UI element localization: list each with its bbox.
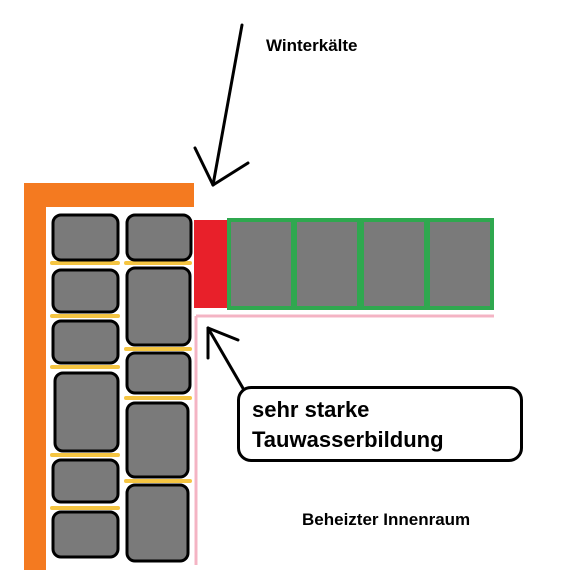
- stone-column-inner: [125, 213, 193, 563]
- arrow-winter-cold-icon: [193, 23, 250, 187]
- stone: [51, 319, 120, 365]
- condensation-callout: sehr starke Tauwasserbildung: [237, 386, 523, 462]
- winter-cold-label: Winterkälte: [266, 36, 358, 55]
- stone: [51, 510, 120, 559]
- thermal-bridge: [194, 220, 227, 308]
- stone: [51, 268, 120, 314]
- arrow-condensation-icon: [206, 326, 246, 392]
- stone: [51, 458, 120, 504]
- stone: [53, 371, 120, 453]
- ceiling-blocks: [227, 218, 494, 310]
- stone: [125, 213, 193, 262]
- stone: [51, 213, 120, 262]
- stone: [125, 483, 190, 563]
- heated-room-label: Beheizter Innenraum: [302, 510, 471, 529]
- exterior-insulation: [24, 183, 194, 570]
- ceiling-block: [227, 218, 295, 310]
- stone: [125, 351, 192, 395]
- stone: [125, 401, 190, 479]
- ceiling-block: [293, 218, 361, 310]
- stone-column-outer: [51, 213, 120, 559]
- interior-finish: [194, 314, 494, 565]
- callout-line-2: Tauwasserbildung: [252, 427, 444, 452]
- ceiling-block: [426, 218, 494, 310]
- ceiling-block: [360, 218, 428, 310]
- stone: [125, 266, 192, 347]
- mortar-joints: [50, 261, 192, 510]
- callout-line-1: sehr starke: [252, 397, 370, 422]
